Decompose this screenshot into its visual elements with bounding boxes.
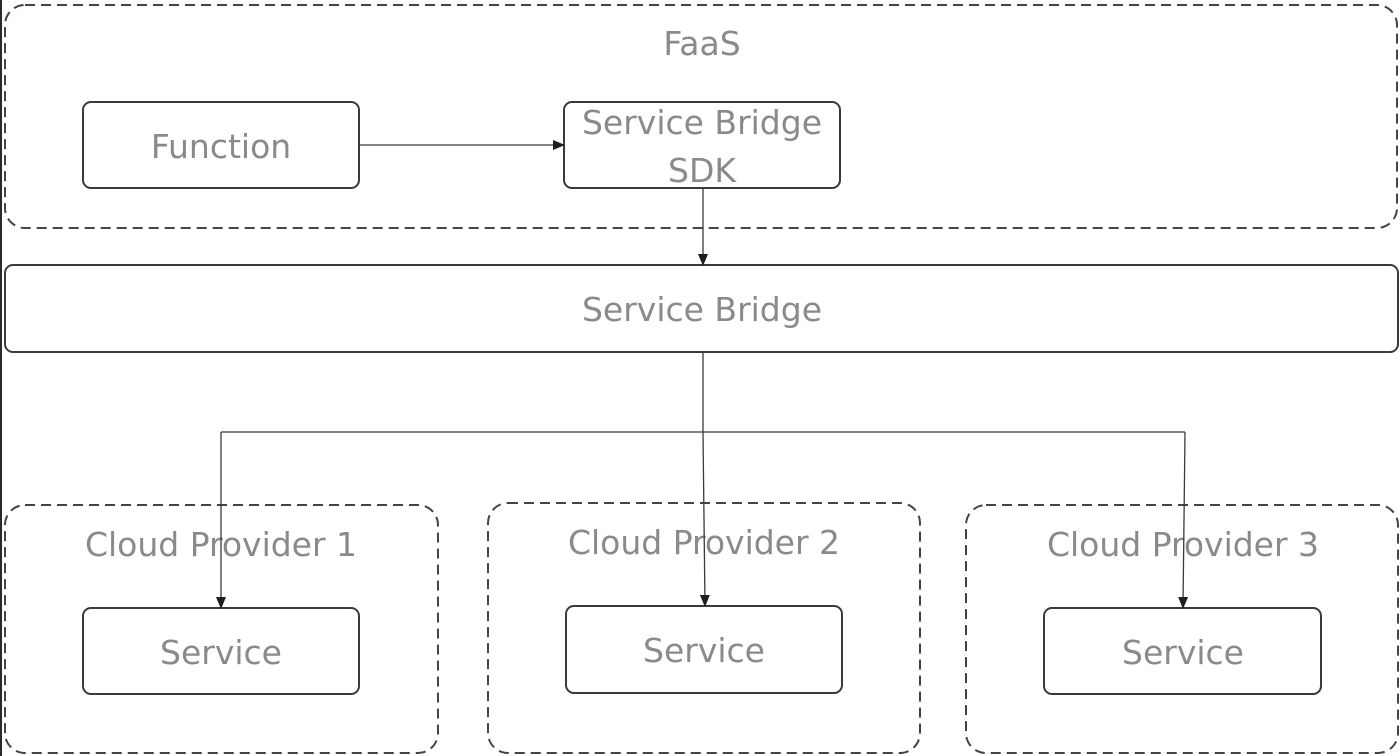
faas-group: FaaS	[4, 4, 1398, 229]
sdk-label-line1: Service Bridge	[582, 103, 822, 142]
service-bridge-label: Service Bridge	[582, 290, 822, 329]
connectors	[216, 140, 1189, 609]
cloud-provider-3-group: Cloud Provider 3 Service	[965, 504, 1399, 754]
service-bridge-node[interactable]: Service Bridge	[4, 264, 1399, 353]
left-edge-strip	[0, 0, 2, 756]
function-node[interactable]: Function	[82, 101, 360, 189]
arrow-bridge-to-provider-3	[1178, 431, 1189, 609]
sdk-node[interactable]: Service Bridge SDK	[563, 101, 841, 190]
faas-group-title: FaaS	[663, 24, 740, 63]
cloud-provider-2-service-label: Service	[643, 631, 765, 670]
cloud-provider-1-group: Cloud Provider 1 Service	[4, 504, 439, 754]
sdk-label-line2: SDK	[668, 151, 737, 190]
faas-group-border	[4, 4, 1398, 229]
cloud-provider-3-service-label: Service	[1122, 633, 1244, 672]
function-label: Function	[151, 127, 291, 166]
arrow-bridge-to-provider-2	[699, 431, 710, 607]
cloud-provider-3-border	[965, 504, 1399, 754]
cloud-provider-1-service-label: Service	[160, 633, 282, 672]
